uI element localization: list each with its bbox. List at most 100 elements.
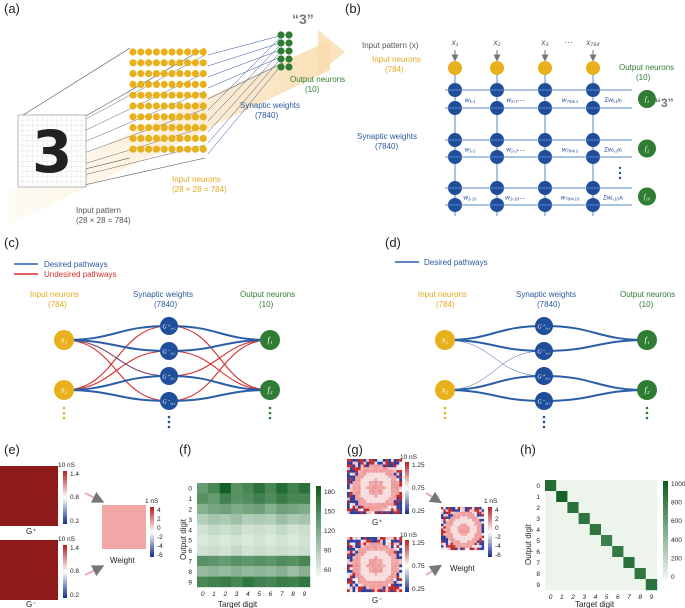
map-pixel xyxy=(479,518,482,522)
b-x-label: x₃ xyxy=(540,38,548,47)
map-pixel xyxy=(363,578,367,582)
x-tick-label: 0 xyxy=(549,594,553,601)
input-neuron-dot xyxy=(152,70,160,78)
a-synaptic-weights: Synaptic weights xyxy=(240,101,300,110)
map-pixel xyxy=(399,503,403,506)
map-pixel xyxy=(349,539,353,543)
map-pixel xyxy=(355,583,359,587)
map-pixel xyxy=(474,518,477,522)
desired-path xyxy=(543,339,648,352)
map-pixel xyxy=(347,572,350,576)
map-pixel xyxy=(360,575,364,579)
input-neuron-dot xyxy=(191,102,199,110)
map-pixel xyxy=(455,540,458,543)
map-pixel xyxy=(347,497,350,501)
map-pixel xyxy=(371,486,375,490)
map-pixel xyxy=(380,492,383,495)
map-pixel xyxy=(474,540,477,543)
map-pixel xyxy=(396,564,400,568)
map-pixel xyxy=(388,461,392,465)
heatmap-cell xyxy=(645,480,658,492)
map-pixel xyxy=(391,578,394,582)
b-output-neuron xyxy=(638,90,656,108)
heatmap-cell xyxy=(545,480,557,492)
map-pixel xyxy=(382,548,386,551)
synapse-line xyxy=(207,34,284,111)
map-pixel xyxy=(462,507,465,510)
map-pixel xyxy=(358,475,361,479)
g-gplus-label: G⁺ xyxy=(372,518,382,527)
input-neuron-dot xyxy=(160,124,168,132)
map-pixel xyxy=(441,516,444,520)
map-pixel xyxy=(360,497,364,501)
map-pixel xyxy=(366,581,370,584)
map-pixel xyxy=(366,481,370,484)
x-tick-label: 7 xyxy=(280,591,284,598)
map-pixel xyxy=(450,518,454,522)
y-tick-label: 9 xyxy=(536,582,540,589)
map-pixel xyxy=(363,589,367,593)
map-pixel xyxy=(377,550,381,554)
g-cbar-unit-top: 10 nS xyxy=(400,454,418,461)
map-pixel xyxy=(469,526,473,529)
heatmap-cell xyxy=(612,535,624,547)
desired-path xyxy=(168,339,271,352)
map-pixel xyxy=(481,535,485,539)
map-pixel xyxy=(462,511,465,515)
map-pixel xyxy=(391,489,394,493)
heatmap-cell xyxy=(623,568,635,580)
map-pixel xyxy=(363,586,367,590)
f-xlabel: Target digit xyxy=(218,600,258,608)
map-pixel xyxy=(349,572,353,576)
desired-path xyxy=(63,339,170,352)
map-pixel xyxy=(467,538,470,541)
map-pixel xyxy=(396,475,400,479)
map-pixel xyxy=(352,467,356,471)
b-output-neuron xyxy=(638,187,656,206)
projection-line xyxy=(83,47,206,118)
heatmap-cell xyxy=(219,555,232,567)
panel-e: 10 nS 1.4 0.8 0.2 10 nS 1.4 0.8 0.2 G⁺ G… xyxy=(0,462,163,608)
map-pixel xyxy=(349,459,353,462)
map-pixel xyxy=(460,518,463,522)
map-pixel xyxy=(462,521,465,524)
map-pixel xyxy=(462,533,465,536)
input-neuron-dot xyxy=(145,91,153,99)
map-pixel xyxy=(467,521,470,524)
map-pixel xyxy=(393,556,397,560)
heatmap-cell xyxy=(298,493,311,504)
map-pixel xyxy=(448,528,451,531)
b-weight-label: w₇₈₄,₁₀ xyxy=(561,195,580,202)
input-neuron-dot xyxy=(152,113,160,121)
e-gminus-map xyxy=(0,540,58,600)
map-pixel xyxy=(363,486,367,490)
g-weight-tick: 0 xyxy=(495,525,499,532)
heatmap-cell xyxy=(645,535,658,547)
map-pixel xyxy=(380,589,383,593)
map-pixel xyxy=(396,470,400,473)
map-pixel xyxy=(382,537,386,540)
map-pixel xyxy=(393,472,397,476)
map-pixel xyxy=(467,516,470,520)
map-pixel xyxy=(460,530,463,534)
map-pixel xyxy=(469,528,473,531)
map-pixel xyxy=(352,583,356,587)
d-input-count: (784) xyxy=(436,300,455,309)
map-pixel xyxy=(382,589,386,593)
input-neuron-dot xyxy=(168,102,176,110)
map-pixel xyxy=(391,564,394,568)
map-pixel xyxy=(347,581,350,584)
map-pixel xyxy=(455,528,458,531)
map-pixel xyxy=(366,567,370,571)
heatmap-cell xyxy=(601,502,613,514)
map-pixel xyxy=(377,553,381,557)
map-pixel xyxy=(366,464,370,468)
map-pixel xyxy=(443,545,446,548)
map-pixel xyxy=(455,514,458,517)
map-pixel xyxy=(393,486,397,490)
heatmap-cell xyxy=(612,579,624,591)
map-pixel xyxy=(443,542,446,546)
map-pixel xyxy=(455,523,458,527)
map-pixel xyxy=(358,539,361,543)
